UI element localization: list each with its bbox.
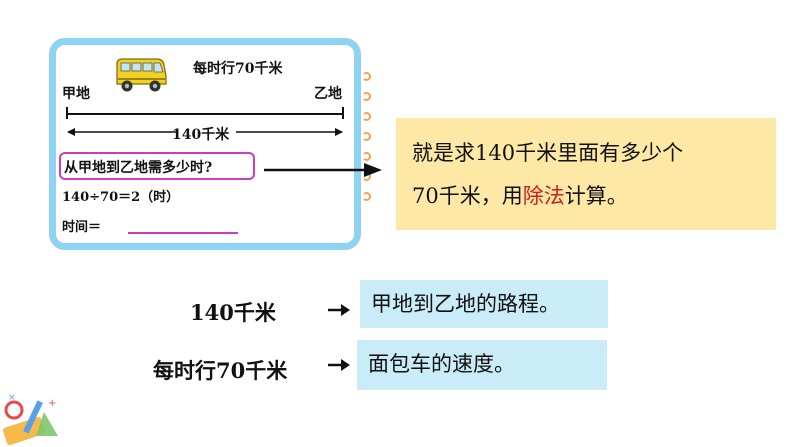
start-label: 甲地 [62,86,90,102]
explanation-line-2: 70千米，用除法计算。 [412,175,760,218]
ring-icon [362,132,371,141]
term-speed: 每时行70千米 [153,358,288,383]
math-tools-icon: + × [2,393,58,445]
arrow-right-icon [328,304,350,316]
distance-dimension-arrow [67,128,343,136]
ring-icon [362,112,371,121]
arrow-right-icon [328,359,350,371]
end-label: 乙地 [314,86,342,102]
question-text: 从甲地到乙地需多少时? [64,160,213,176]
ring-icon [362,192,371,201]
svg-text:×: × [8,393,16,403]
route-line [67,113,343,115]
equation-text: 140÷70＝2（时） [62,190,180,205]
explanation-line-1: 就是求140千米里面有多少个 [412,141,684,165]
question-box [59,152,255,180]
term-distance: 140千米 [190,300,276,325]
meaning-panel-distance: 甲地到乙地的路程。 [360,280,608,328]
ring-icon [362,72,371,81]
distance-label: 140千米 [172,127,230,143]
ring-icon [362,152,371,161]
meaning-speed: 面包车的速度。 [368,352,515,376]
answer-blank [128,232,238,234]
meaning-distance: 甲地到乙地的路程。 [371,292,560,316]
minibus-icon [116,58,167,92]
explanation-line-2-prefix: 70千米，用 [412,184,523,208]
connector-arrow [264,163,382,177]
explanation-panel: 就是求140千米里面有多少个 70千米，用除法计算。 [396,118,776,230]
speed-label: 每时行70千米 [193,61,283,77]
meaning-panel-speed: 面包车的速度。 [357,340,607,390]
svg-text:+: + [48,398,56,409]
notebook-frame [49,38,361,250]
end-tick [342,107,344,119]
explanation-line-2-suffix: 计算。 [564,184,628,208]
time-label: 时间＝ [62,220,102,235]
division-highlight: 除法 [522,184,565,208]
ring-icon [362,92,371,101]
start-tick [66,107,68,119]
